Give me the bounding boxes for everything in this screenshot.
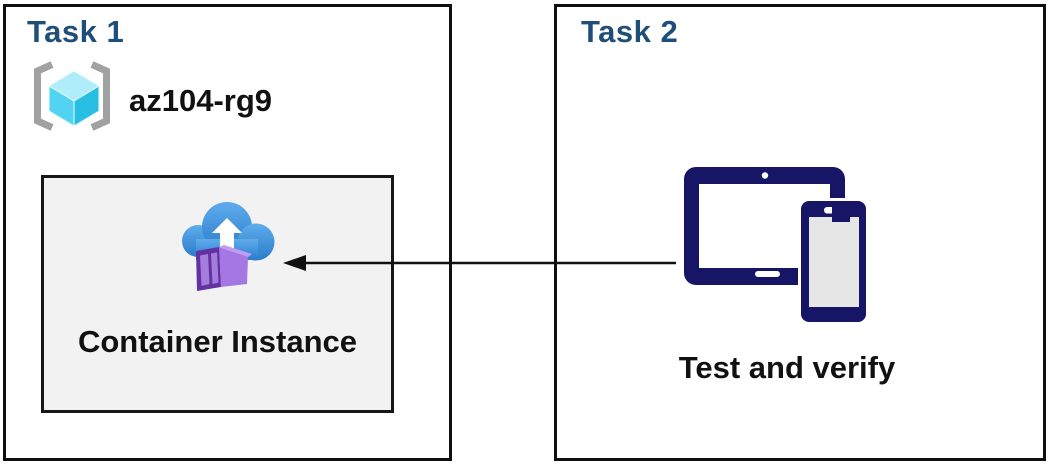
upload-arrow	[212, 218, 242, 252]
task1-title: Task 1	[27, 14, 125, 49]
task2-title: Task 2	[581, 14, 679, 49]
phone-shape	[798, 198, 869, 325]
container-instances-icon	[182, 202, 275, 291]
resource-group-icon	[34, 61, 110, 131]
container-instance-label: Container Instance	[77, 324, 358, 359]
test-and-verify-label: Test and verify	[678, 350, 896, 385]
resource-group-name: az104-rg9	[129, 83, 273, 118]
tablet-phone-devices-icon	[684, 167, 869, 325]
container-cube	[196, 245, 252, 291]
